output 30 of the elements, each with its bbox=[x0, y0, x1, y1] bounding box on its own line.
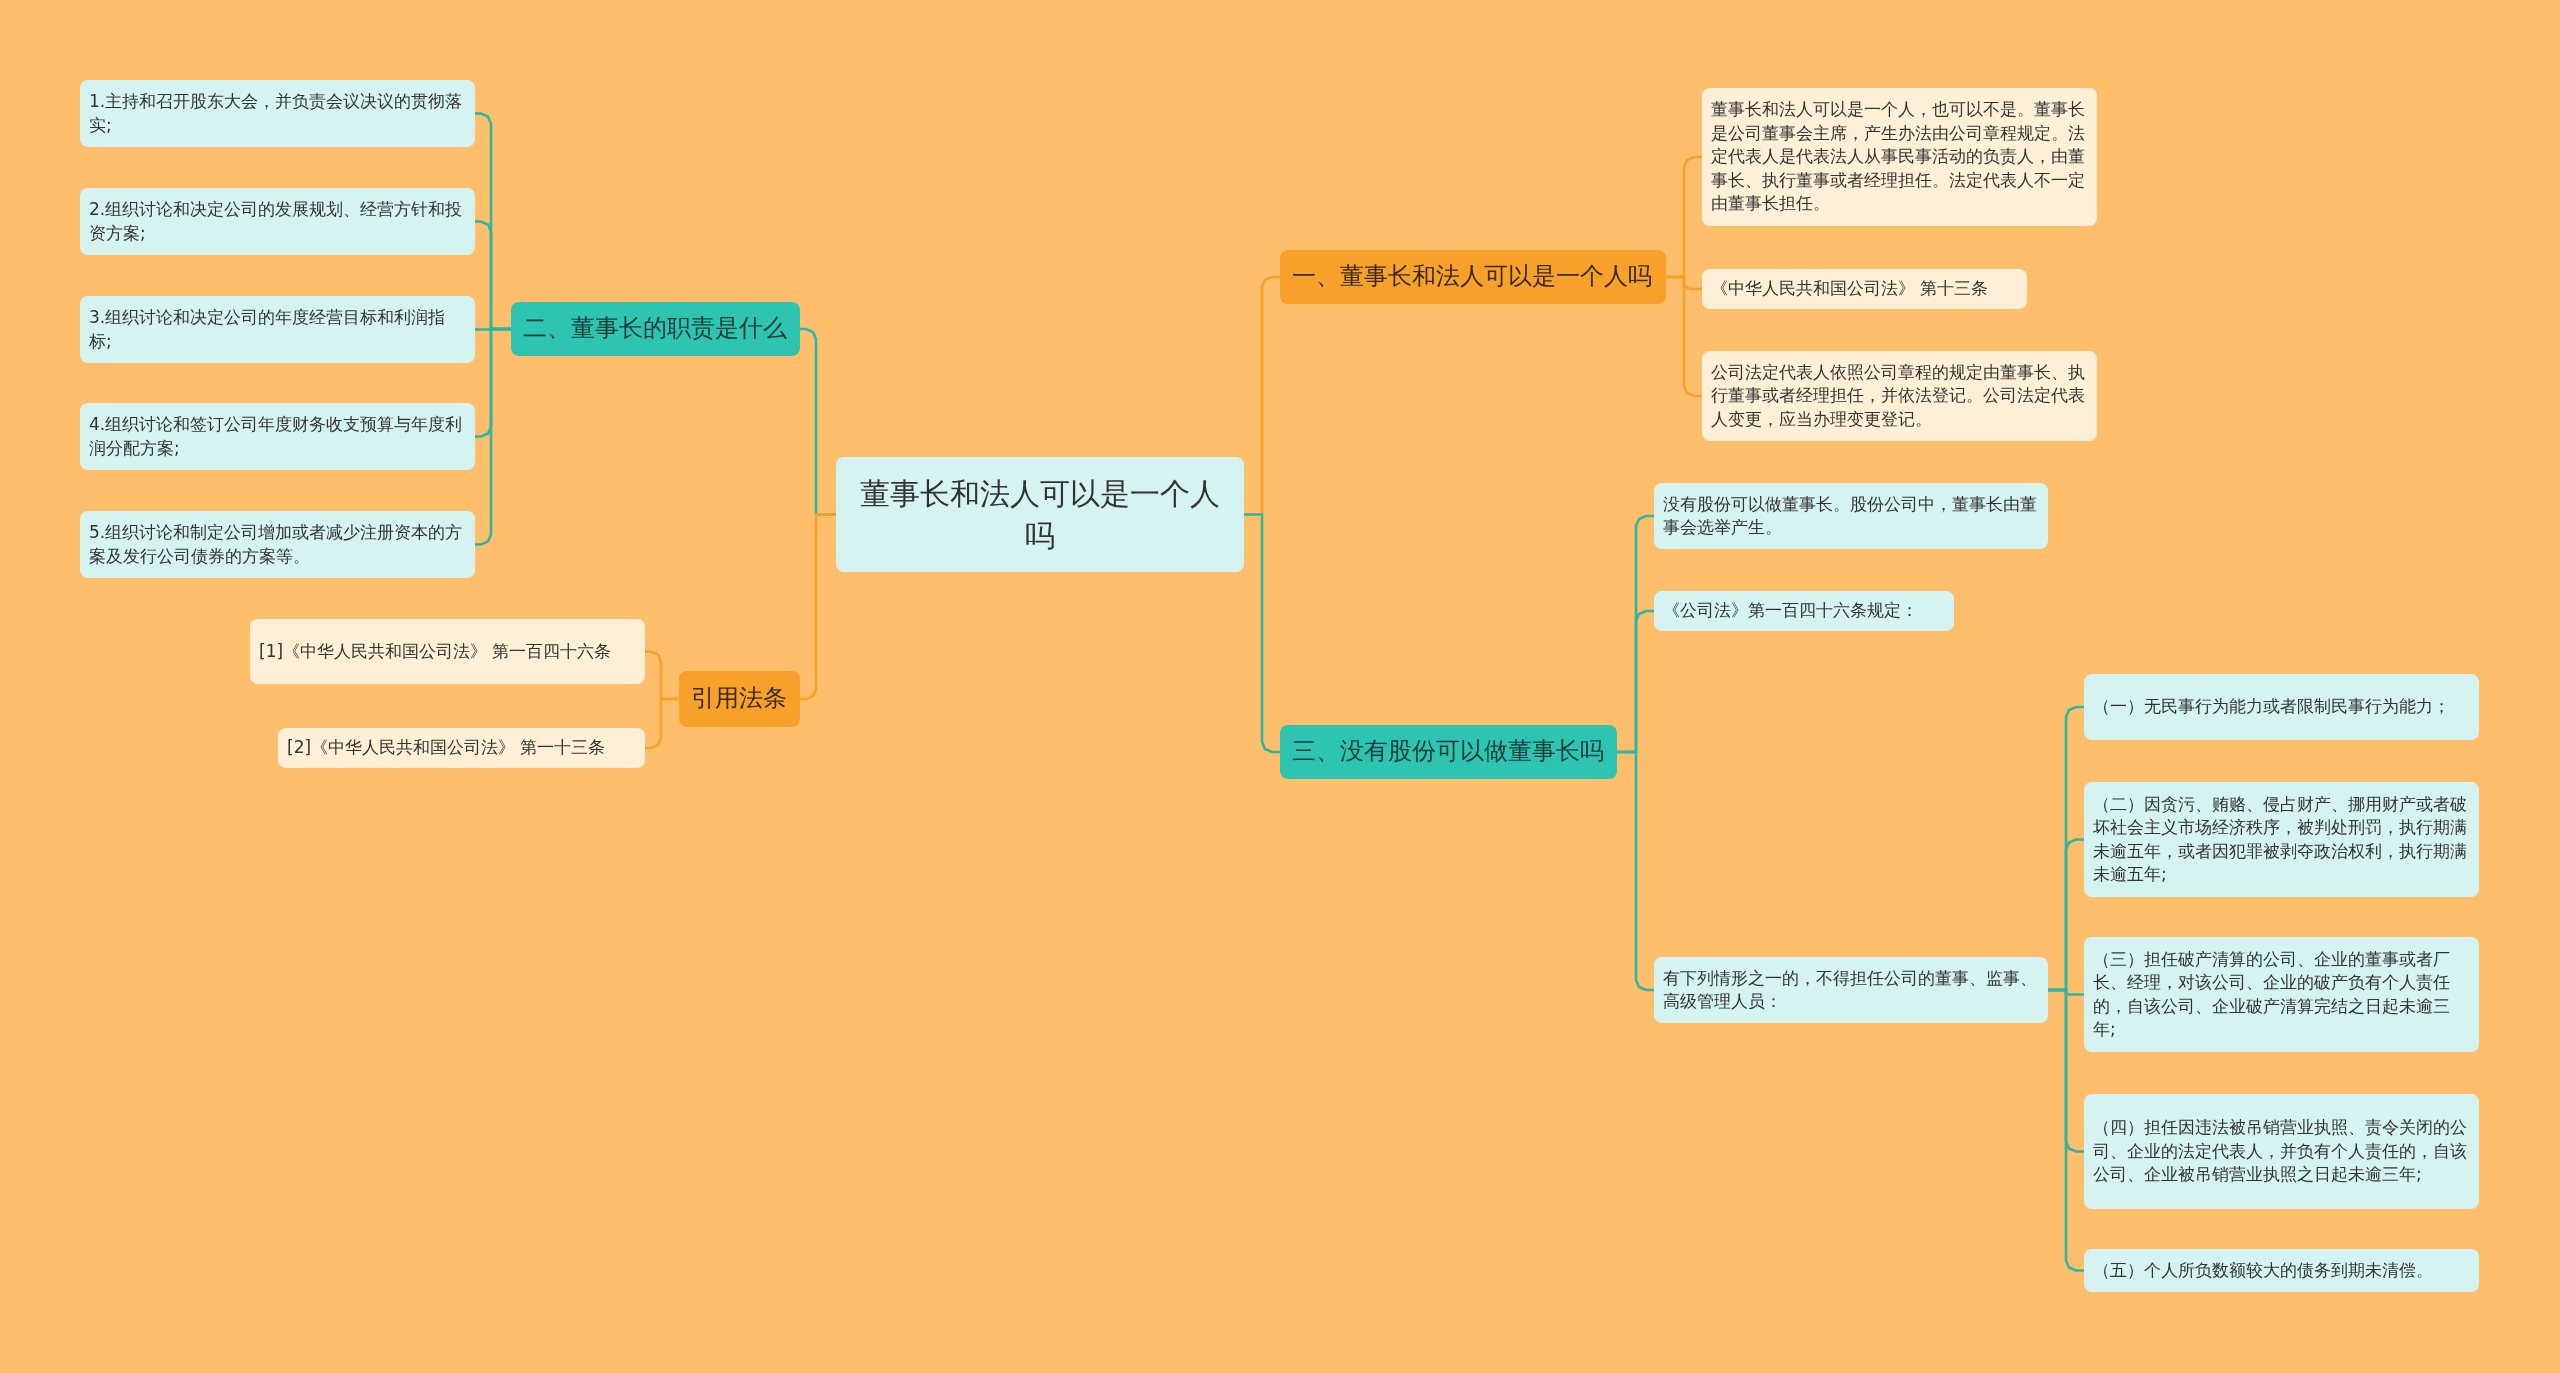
subtopic-card: 4.组织讨论和签订公司年度财务收支预算与年度利润分配方案; bbox=[80, 403, 475, 470]
subtopic-card: 1.主持和召开股东大会，并负责会议决议的贯彻落实; bbox=[80, 80, 475, 147]
subtopic-card: [1]《中华人民共和国公司法》 第一百四十六条 bbox=[250, 619, 645, 684]
subtopic-card: 没有股份可以做董事长。股份公司中，董事长由董事会选举产生。 bbox=[1654, 483, 2048, 549]
subtopic-card: （五）个人所负数额较大的债务到期未清偿。 bbox=[2084, 1249, 2479, 1292]
subtopic-card: 3.组织讨论和决定公司的年度经营目标和利润指标; bbox=[80, 296, 475, 363]
connector-line bbox=[645, 697, 679, 750]
subtopic-card: 2.组织讨论和决定公司的发展规划、经营方针和投资方案; bbox=[80, 188, 475, 255]
subtopic-card: 5.组织讨论和制定公司增加或者减少注册资本的方案及发行公司债券的方案等。 bbox=[80, 511, 475, 578]
subtopic-card: 有下列情形之一的，不得担任公司的董事、监事、高级管理人员： bbox=[1654, 957, 2048, 1023]
subtopic-card: [2]《中华人民共和国公司法》 第一十三条 bbox=[278, 728, 645, 768]
connector-line bbox=[1666, 275, 1702, 398]
connector-line bbox=[1617, 750, 1654, 992]
subtopic-card: 《公司法》第一百四十六条规定： bbox=[1654, 591, 1954, 631]
subtopic-card: （三）担任破产清算的公司、企业的董事或者厂长、经理，对该公司、企业的破产负有个人责任的，自该公司、企业破产清算完结之日起未逾三年; bbox=[2084, 937, 2479, 1052]
branch-topic: 引用法条 bbox=[679, 671, 800, 727]
subtopic-card: 公司法定代表人依照公司章程的规定由董事长、执行董事或者经理担任，并依法登记。公司法定代表人变更，应当办理变更登记。 bbox=[1702, 351, 2097, 441]
subtopic-card: 《中华人民共和国公司法》 第十三条 bbox=[1702, 269, 2027, 309]
subtopic-card: （二）因贪污、贿赂、侵占财产、挪用财产或者破坏社会主义市场经济秩序，被判处刑罚，执行期满未逾五年，或者因犯罪被剥夺政治权利，执行期满未逾五年; bbox=[2084, 782, 2479, 897]
connector-line bbox=[475, 327, 511, 546]
subtopic-card: （一）无民事行为能力或者限制民事行为能力； bbox=[2084, 674, 2479, 740]
branch-topic: 二、董事长的职责是什么 bbox=[511, 302, 800, 356]
branch-topic: 一、董事长和法人可以是一个人吗 bbox=[1280, 250, 1666, 304]
subtopic-card: 董事长和法人可以是一个人，也可以不是。董事长是公司董事会主席，产生办法由公司章程规定。法定代表人是代表法人从事民事活动的负责人，由董事长、执行董事或者经理担任。法定代表人不一定由董事长担任。 bbox=[1702, 88, 2097, 226]
connector-line bbox=[800, 513, 836, 701]
subtopic-card: （四）担任因违法被吊销营业执照、责令关闭的公司、企业的法定代表人，并负有个人责任的，自该公司、企业被吊销营业执照之日起未逾三年; bbox=[2084, 1094, 2479, 1209]
connector-line bbox=[2048, 988, 2084, 1272]
central-topic: 董事长和法人可以是一个人吗 bbox=[836, 457, 1244, 572]
branch-topic: 三、没有股份可以做董事长吗 bbox=[1280, 725, 1617, 779]
connector-line bbox=[1244, 513, 1280, 754]
